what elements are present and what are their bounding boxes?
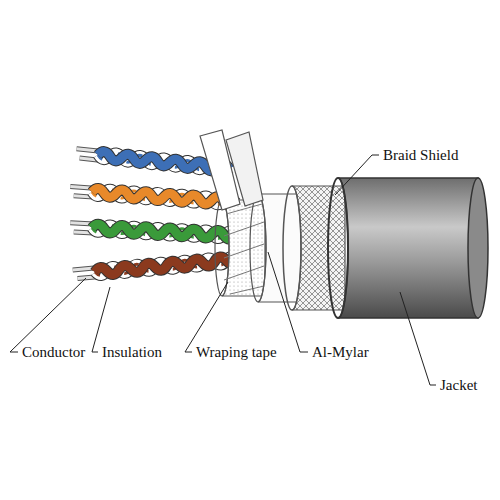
outer-jacket xyxy=(328,178,488,318)
twisted-pair-green xyxy=(70,223,236,241)
al-mylar-layer xyxy=(250,194,302,302)
leader-lines xyxy=(10,155,436,385)
leader-line xyxy=(268,252,308,352)
twisted-pair-brown xyxy=(73,255,239,278)
leader-line xyxy=(185,282,228,352)
wrapping-tape xyxy=(215,200,265,296)
twisted-pair-orange xyxy=(70,186,236,207)
part-label: Wraping tape xyxy=(195,343,278,361)
part-label: Al-Mylar xyxy=(311,343,370,361)
leader-line xyxy=(400,292,436,385)
part-label: Braid Shield xyxy=(382,146,459,164)
tape-flaps xyxy=(200,130,263,210)
leader-line xyxy=(10,278,86,352)
part-label: Insulation xyxy=(101,343,163,361)
part-label: Jacket xyxy=(439,376,478,394)
part-label: Conductor xyxy=(21,343,86,361)
braid-shield xyxy=(283,186,345,310)
leader-line xyxy=(335,155,379,195)
